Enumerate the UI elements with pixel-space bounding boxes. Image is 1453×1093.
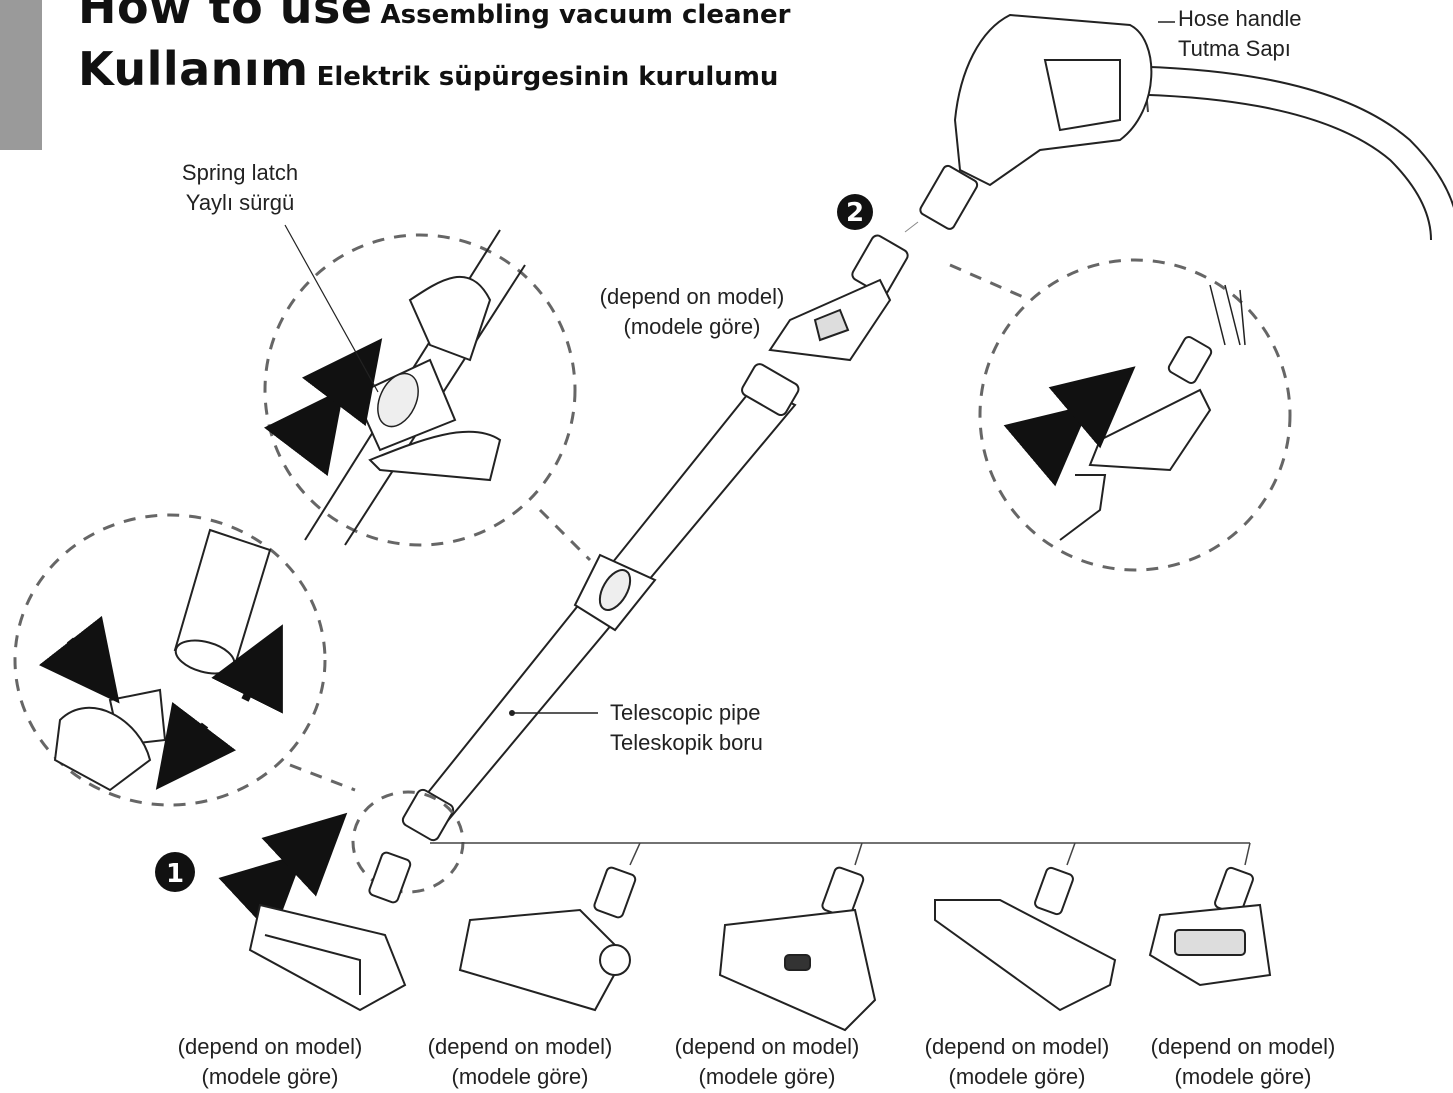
title-main-tr: Kullanım [78,42,309,96]
step-1-badge: 1 [155,852,195,892]
nozzle-3-label-en: (depend on model) [674,1034,860,1059]
title-main-en: How to use [78,0,373,34]
title-sub-en: Assembling vacuum cleaner [380,0,791,30]
nozzle-3-label: (depend on model) (modele göre) [657,1032,877,1092]
svg-text:2: 2 [846,198,864,228]
spring-latch-label: Spring latch Yaylı sürgü [160,158,320,218]
nozzle-5-label-tr: (modele göre) [1174,1064,1312,1089]
nozzle-2-label: (depend on model) (modele göre) [410,1032,630,1092]
step-1-arrow [218,812,348,937]
connector-focus-circle [351,790,465,894]
turbo-nozzle-drawing [718,866,877,1032]
spring-latch-detail [263,224,592,562]
hard-floor-nozzle-drawing [934,866,1117,1012]
adaptor-label-tr: (modele göre) [623,314,761,339]
nozzle-1-label-en: (depend on model) [177,1034,363,1059]
nozzle-1-label-tr: (modele göre) [201,1064,339,1089]
adaptor-label-en: (depend on model) [599,284,785,309]
hose-handle-label-en: Hose handle [1178,6,1302,31]
robot-nozzle-drawing [1148,866,1272,987]
floor-nozzle-1-drawing [248,851,412,1012]
nozzle-5-label: (depend on model) (modele göre) [1133,1032,1353,1092]
brush-adaptor-drawing [768,234,909,362]
nozzle-1-label: (depend on model) (modele göre) [160,1032,380,1092]
nozzle-4-label-tr: (modele göre) [948,1064,1086,1089]
nozzle-5-label-en: (depend on model) [1150,1034,1336,1059]
spring-latch-label-tr: Yaylı sürgü [185,190,295,215]
hose-handle-label-tr: Tutma Sapı [1178,36,1291,61]
telescopic-pipe-drawing [401,363,800,842]
nozzle-3-label-tr: (modele göre) [698,1064,836,1089]
nozzle-2-label-tr: (modele göre) [451,1064,589,1089]
nozzle-connector-lines [430,842,1251,866]
nozzle-4-label-en: (depend on model) [924,1034,1110,1059]
title-sub-tr: Elektrik süpürgesinin kurulumu [316,62,779,92]
section-tab [0,0,42,150]
telescopic-pipe-label: Telescopic pipe Teleskopik boru [610,698,763,758]
nozzle-2-label-en: (depend on model) [427,1034,613,1059]
hose-handle-label: Hose handle Tutma Sapı [1178,4,1302,64]
step-2-badge: 2 [837,194,873,230]
hose-handle-drawing [919,13,1453,241]
guide-line-2 [904,221,919,233]
spring-latch-label-en: Spring latch [181,160,299,185]
svg-text:1: 1 [166,859,184,889]
nozzle-4-label: (depend on model) (modele göre) [907,1032,1127,1092]
floor-nozzle-2-drawing [458,866,637,1012]
adaptor-label: (depend on model) (modele göre) [582,282,802,342]
telescopic-pipe-label-en: Telescopic pipe [610,700,761,725]
brush-detail [949,258,1292,572]
telescopic-pipe-label-tr: Teleskopik boru [610,730,763,755]
connector-detail [13,513,356,807]
